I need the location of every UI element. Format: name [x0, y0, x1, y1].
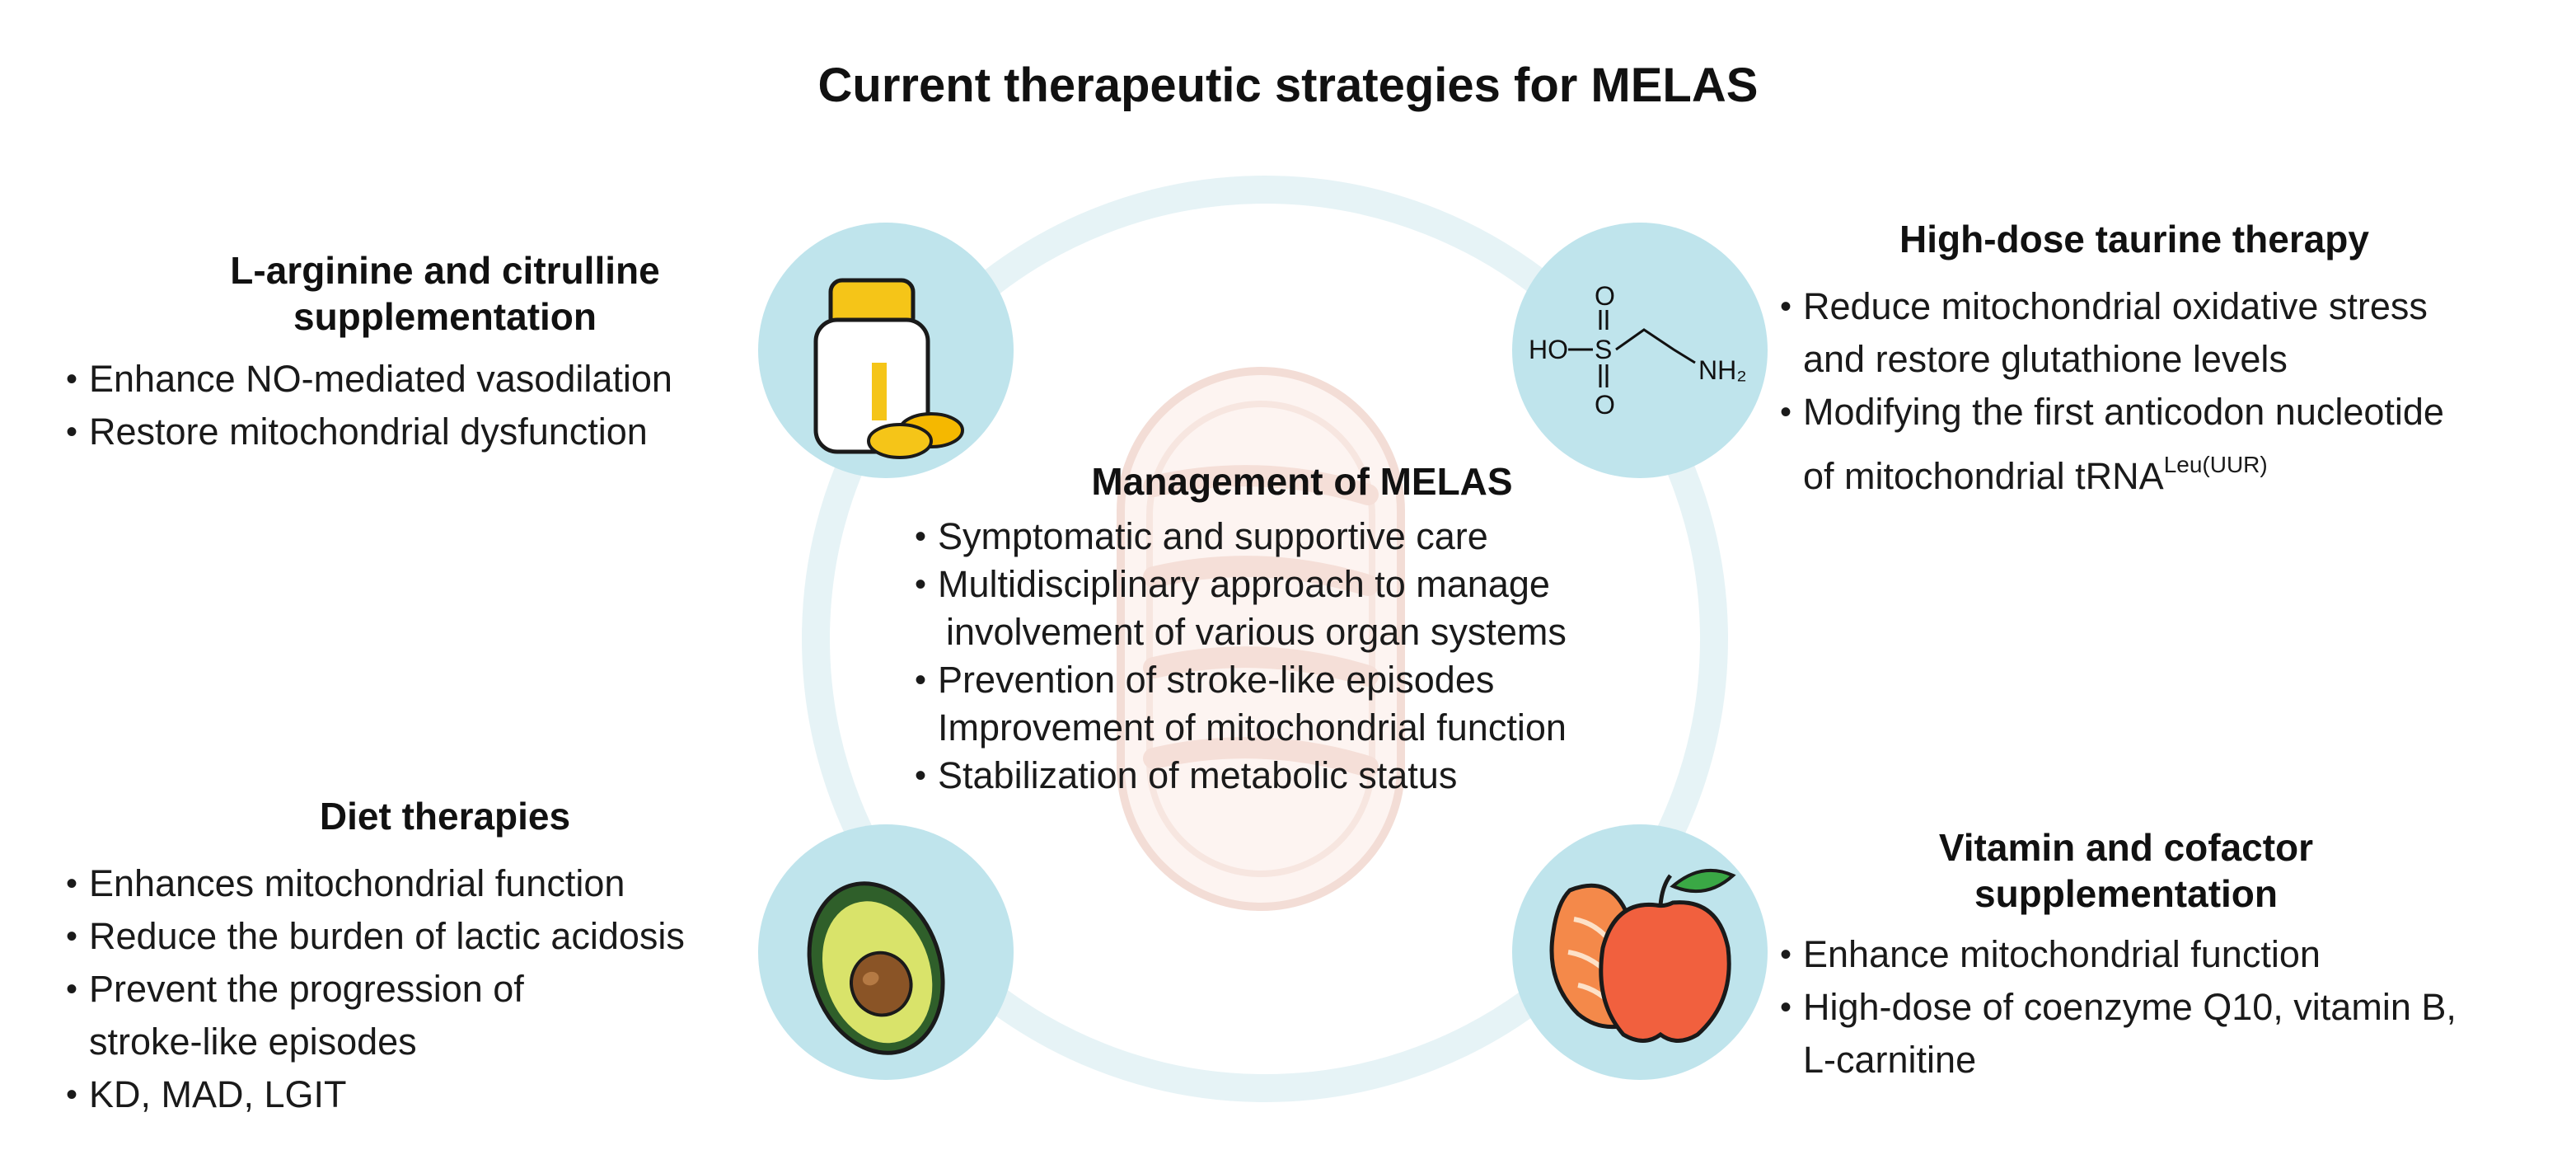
list-item-continuation: involvement of various organ systems	[946, 611, 1567, 653]
list-item: Modifying the first anticodon nucleotide…	[1780, 386, 2444, 503]
list-item-text: Reduce mitochondrial oxidative stress	[1803, 285, 2428, 327]
list-item-text: Modifying the first anticodon nucleotide	[1803, 391, 2444, 433]
management-bullets: Symptomatic and supportive care Multidis…	[915, 513, 1567, 800]
list-item: Prevention of stroke-like episodesImprov…	[915, 656, 1567, 752]
list-item: Symptomatic and supportive care	[915, 513, 1567, 561]
vitamin-heading: Vitamin and cofactor supplementation	[1838, 824, 2414, 917]
list-item: KD, MAD, LGIT	[66, 1068, 685, 1121]
supplement-circle	[758, 223, 1014, 478]
vitamin-circle	[1512, 824, 1768, 1080]
molecule-o-bottom-label: O	[1595, 390, 1615, 420]
avocado-circle	[758, 824, 1014, 1080]
vitamin-bullets: Enhance mitochondrial function High-dose…	[1780, 928, 2457, 1087]
management-heading: Management of MELAS	[1091, 460, 1513, 503]
list-item: Enhance mitochondrial function	[1780, 928, 2457, 981]
connecting-ring	[802, 176, 1728, 1102]
vitamin-heading-line2: supplementation	[1974, 872, 2279, 915]
arginine-heading-line1: L-arginine and citrulline	[230, 249, 660, 292]
molecule-amine-label: NH₂	[1698, 355, 1747, 385]
supplement-bottle-icon	[813, 278, 964, 459]
list-item: High-dose of coenzyme Q10, vitamin B, L-c…	[1780, 981, 2457, 1087]
arginine-heading: L-arginine and citrulline supplementatio…	[173, 247, 717, 340]
diet-heading: Diet therapies	[190, 793, 700, 839]
list-item-continuation: and restore glutathione levels	[1803, 338, 2288, 380]
list-item-text: High-dose of coenzyme Q10, vitamin B,	[1803, 986, 2457, 1028]
molecule-ho-label: HO	[1529, 335, 1568, 364]
molecule-s-label: S	[1595, 335, 1612, 364]
list-item: Reduce mitochondrial oxidative stress and…	[1780, 280, 2444, 386]
list-item-text: Multidisciplinary approach to manage	[938, 563, 1550, 605]
list-item-text: Prevent the progression of	[89, 968, 524, 1010]
trna-superscript: Leu(UUR)	[2163, 452, 2268, 477]
list-item-continuation: L-carnitine	[1803, 1039, 1977, 1081]
diet-heading-text: Diet therapies	[319, 795, 571, 838]
list-item: Restore mitochondrial dysfunction	[66, 406, 672, 458]
taurine-circle: HO S O O NH₂	[1512, 223, 1768, 478]
list-item: Stabilization of metabolic status	[915, 752, 1567, 800]
list-item-continuation: of mitochondrial tRNA	[1803, 455, 2164, 497]
list-item: Multidisciplinary approach to manage invo…	[915, 561, 1567, 656]
list-item-continuation: stroke-like episodes	[89, 1021, 417, 1063]
vitamin-heading-line1: Vitamin and cofactor	[1938, 826, 2314, 869]
avocado-icon	[807, 881, 945, 1055]
salmon-apple-icon	[1549, 868, 1736, 1043]
taurine-heading: High-dose taurine therapy	[1796, 216, 2472, 262]
list-item: Enhance NO-mediated vasodilation	[66, 353, 672, 406]
taurine-heading-text: High-dose taurine therapy	[1899, 218, 2369, 260]
taurine-bullets: Reduce mitochondrial oxidative stress and…	[1780, 280, 2444, 503]
arginine-bullets: Enhance NO-mediated vasodilation Restore…	[66, 353, 672, 458]
list-item: Prevent the progression of stroke-like ep…	[66, 963, 685, 1068]
diet-bullets: Enhances mitochondrial function Reduce t…	[66, 857, 685, 1121]
arginine-heading-line2: supplementation	[293, 295, 597, 338]
list-item-text: Prevention of stroke-like episodes	[938, 659, 1495, 701]
figure-title: Current therapeutic strategies for MELAS	[817, 59, 1759, 112]
taurine-molecule-icon: HO S O O NH₂	[1529, 281, 1747, 420]
list-item: Reduce the burden of lactic acidosis	[66, 910, 685, 963]
list-item-continuation: Improvement of mitochondrial function	[938, 706, 1567, 749]
molecule-o-top-label: O	[1595, 281, 1615, 311]
list-item: Enhances mitochondrial function	[66, 857, 685, 910]
